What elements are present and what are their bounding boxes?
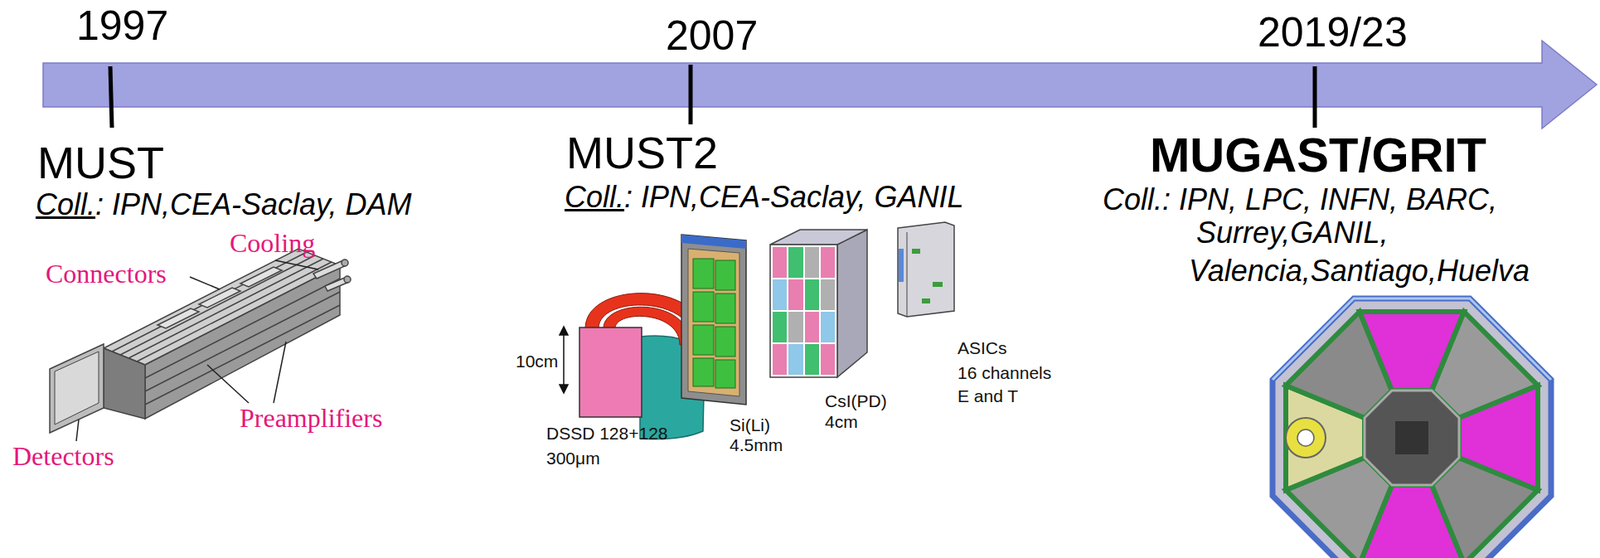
era-title: MUST2: [566, 130, 718, 175]
tick-mark: [110, 66, 112, 128]
must2-drawing: [579, 222, 955, 440]
part-label: DSSD 128+128: [546, 424, 669, 442]
collaboration-label: Coll.: IPN, LPC, INFN, BARC,: [1102, 184, 1498, 215]
collaboration-label: Surrey,GANIL,: [1196, 218, 1388, 248]
dimension-arrow: [559, 326, 568, 393]
dimension-label: 10cm: [515, 352, 558, 370]
collaboration-label: Coll.: [35, 189, 96, 220]
part-label: Connectors: [45, 260, 167, 287]
part-label: Si(Li): [729, 416, 771, 434]
part-label: ASICs: [957, 339, 1008, 357]
part-label: CsI(PD): [824, 392, 888, 410]
part-label: E and T: [957, 387, 1019, 405]
dimension-label: 4.5mm: [729, 436, 783, 454]
era-title: MUGAST/GRIT: [1149, 130, 1487, 180]
year-label: 2019/23: [1257, 11, 1408, 54]
mugast-grit-drawing: [1272, 298, 1552, 558]
timeline-arrow: [43, 40, 1597, 129]
part-label: 16 channels: [957, 363, 1052, 382]
collaboration-label: : IPN,CEA-Saclay, DAM: [95, 189, 412, 220]
dimension-label: 4cm: [824, 412, 859, 431]
year-label: 1997: [76, 4, 169, 47]
part-label: Preamplifiers: [239, 404, 383, 432]
year-label: 2007: [665, 14, 758, 57]
tick-mark: [688, 64, 694, 125]
collaboration-label: : IPN,CEA-Saclay, GANIL: [624, 182, 964, 213]
collaboration-label: Coll.: [564, 182, 625, 213]
part-label: Cooling: [229, 229, 316, 257]
collaboration-label: Valencia,Santiago,Huelva: [1188, 256, 1530, 287]
era-title: MUST: [37, 140, 165, 185]
tick-mark: [1313, 66, 1318, 128]
dimension-label: 300μm: [546, 449, 601, 467]
part-label: Detectors: [12, 442, 115, 470]
